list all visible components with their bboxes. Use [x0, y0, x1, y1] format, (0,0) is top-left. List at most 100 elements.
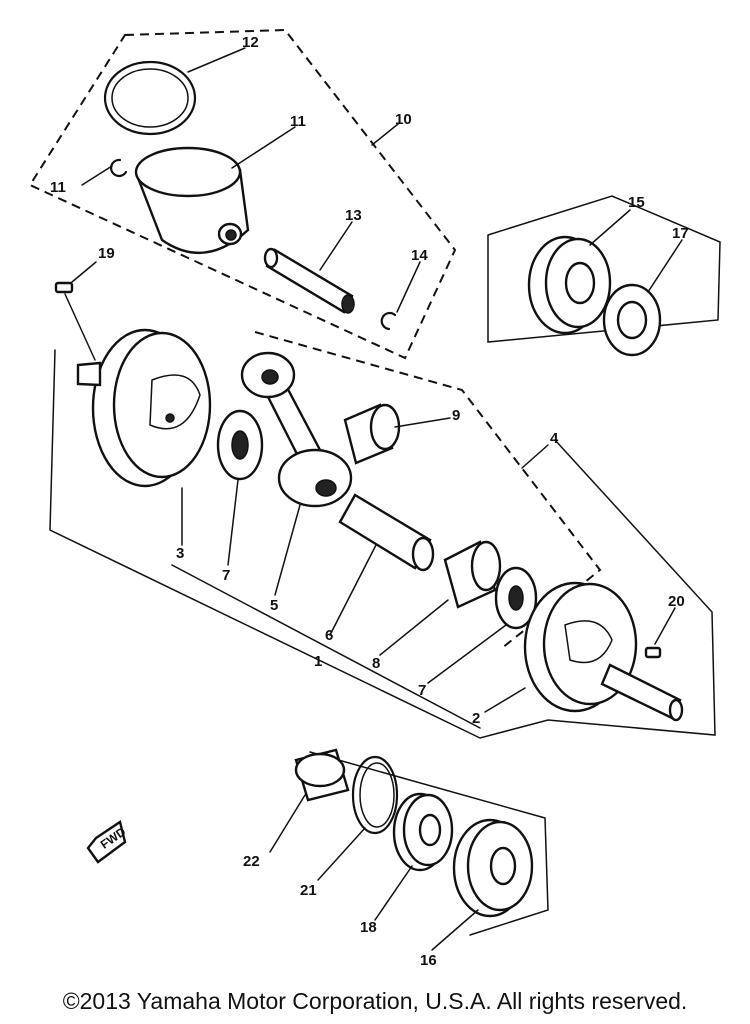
- fwd-arrow-icon: FWD: [86, 820, 129, 864]
- callout-2: 2: [472, 710, 480, 727]
- piston-pin-hole: [225, 229, 237, 241]
- callout-16: 16: [420, 952, 437, 969]
- small-end-bearing-9: [343, 403, 401, 465]
- leader-4: [521, 444, 549, 469]
- leader-19: [71, 261, 97, 283]
- crank-web-2-right: [523, 581, 684, 722]
- copyright-footer: ©2013 Yamaha Motor Corporation, U.S.A. A…: [62, 988, 688, 1014]
- left-shaft-stub: [76, 361, 102, 387]
- callout-9: 9: [452, 407, 460, 424]
- callout-22: 22: [243, 853, 260, 870]
- o-ring-21-outer: [351, 755, 399, 835]
- callout-14: 14: [411, 247, 428, 264]
- connecting-rod-5: [240, 351, 353, 508]
- callout-11-piston: 11: [290, 113, 306, 130]
- piston-pin-end-near: [263, 247, 279, 269]
- bearing-15-bore: [564, 261, 596, 305]
- key-19: [54, 281, 74, 294]
- left-web-center: [165, 413, 175, 423]
- callout-15: 15: [628, 194, 645, 211]
- leader-11-piston: [231, 126, 296, 169]
- circlip-14-right: [380, 312, 397, 331]
- right-web-cutout: [564, 620, 613, 664]
- callout-13: 13: [345, 207, 362, 224]
- fwd-arrow-shape: [86, 820, 127, 864]
- piston-pin-13: [263, 247, 355, 314]
- oil-seal-17-inner: [616, 300, 648, 340]
- callout-11-clip: 11: [50, 179, 66, 196]
- piston-pin-body: [265, 248, 354, 314]
- right-shaft-thread-end: [668, 698, 684, 722]
- big-end-bearing-face: [470, 540, 502, 592]
- leader-10: [371, 123, 399, 146]
- oil-seal-17: [602, 283, 662, 357]
- leader-9: [394, 417, 451, 428]
- callout-18: 18: [360, 919, 377, 936]
- callout-7-right: 7: [418, 682, 426, 699]
- leader-11-clip: [81, 165, 113, 186]
- callout-10: 10: [395, 111, 412, 128]
- leader-16: [431, 909, 479, 951]
- leader-13: [319, 221, 353, 271]
- callout-5: 5: [270, 597, 278, 614]
- con-rod-small-end-bore: [261, 369, 279, 385]
- leader-14: [396, 261, 421, 313]
- callout-12: 12: [242, 34, 259, 51]
- callout-4: 4: [550, 430, 559, 447]
- bearing-15: [527, 235, 612, 335]
- leader-lines: [64, 47, 683, 951]
- leader-20: [654, 607, 676, 645]
- callout-21: 21: [300, 882, 317, 899]
- leader-7b: [427, 624, 507, 684]
- piston-11: [134, 146, 250, 255]
- bearing-16-bore: [489, 846, 517, 886]
- callout-20: 20: [668, 593, 685, 610]
- key-20: [644, 646, 662, 659]
- bearing-18: [392, 792, 454, 872]
- leader-15: [589, 209, 631, 246]
- o-ring-21: [351, 755, 399, 835]
- crank-pin-6: [338, 493, 435, 572]
- leader-21: [317, 827, 366, 881]
- crankshaft-piston-exploded-diagram: FWD 12 11 10 11 13 14 19: [28, 28, 721, 969]
- bearing-18-bore: [418, 813, 442, 847]
- leader-18: [374, 865, 413, 921]
- collar-22-face: [294, 752, 346, 788]
- thrust-washer-7-left: [216, 409, 264, 481]
- collar-22: [294, 748, 350, 802]
- piston-ring-outer: [103, 60, 197, 136]
- leader-12: [187, 47, 246, 73]
- leader-7a: [227, 479, 239, 566]
- leader-5: [274, 504, 301, 596]
- leader-6: [329, 544, 377, 636]
- circlip-11-left: [110, 158, 128, 178]
- washer-left-inner: [231, 430, 249, 460]
- o-ring-21-inner: [359, 762, 395, 828]
- thrust-washer-7-right: [494, 566, 538, 630]
- callout-19: 19: [98, 245, 115, 262]
- big-end-bearing-8: [443, 540, 502, 609]
- piston-pin-end-far: [341, 294, 355, 314]
- callout-6: 6: [325, 627, 333, 644]
- crank-group-boundary-dashed: [254, 331, 602, 649]
- leader-8: [379, 599, 449, 656]
- lower-group-boundary: [309, 751, 549, 936]
- bearing-16: [452, 818, 534, 918]
- crank-web-3-left: [76, 328, 212, 488]
- left-web-cutout: [149, 374, 201, 430]
- leader-2: [484, 687, 526, 713]
- crank-pin-end: [411, 536, 435, 572]
- callout-labels: 12 11 10 11 13 14 19 15 17 9 4 3 7 5 6 1…: [50, 34, 689, 969]
- subassembly-bracket: [171, 564, 481, 729]
- piston-group-boundary: [28, 28, 457, 360]
- con-rod-big-end: [277, 448, 353, 508]
- crank-group-boundary-thin: [49, 349, 716, 739]
- callout-7-left: 7: [222, 567, 230, 584]
- bearing-seal-group-boundary: [487, 195, 721, 343]
- piston-ring-inner: [111, 68, 189, 128]
- leader-17: [647, 239, 683, 293]
- leader-19-key: [64, 293, 96, 361]
- con-rod-big-end-bore: [315, 479, 337, 497]
- callout-8: 8: [372, 655, 380, 672]
- washer-right-inner: [508, 585, 524, 611]
